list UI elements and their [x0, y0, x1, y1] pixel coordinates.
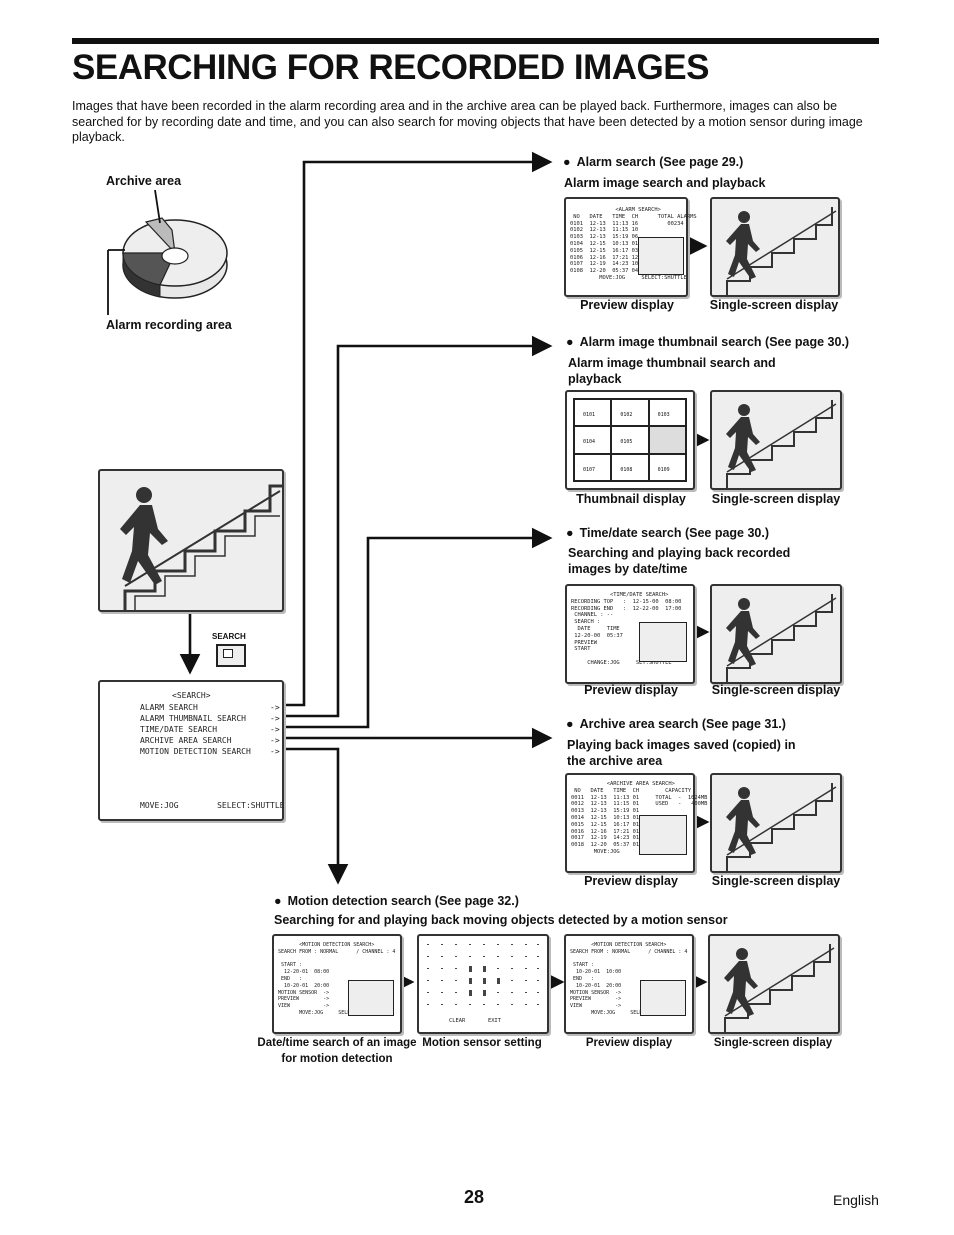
alarm-search-description: Alarm image search and playback [564, 176, 766, 190]
menu-item-motion-detection-search: MOTION DETECTION SEARCH -> [140, 747, 280, 756]
thumbnail-single-screen [710, 390, 842, 490]
menu-item-alarm-search: ALARM SEARCH -> [140, 703, 280, 712]
alarm-single-caption: Single-screen display [709, 298, 839, 312]
stair-walker-image [726, 207, 837, 295]
motion-preview-form: <MOTION DETECTION SEARCH> SEARCH FROM : … [570, 942, 688, 1016]
time-date-preview-screen: <TIME/DATE SEARCH> RECORDING TOP : 12-15… [565, 584, 695, 684]
menu-item-time-date-search: TIME/DATE SEARCH -> [140, 725, 280, 734]
archive-single-caption: Single-screen display [711, 874, 841, 888]
stair-walker-image [726, 783, 837, 871]
page-title: SEARCHING FOR RECORDED IMAGES [72, 48, 709, 87]
stair-walker-image [724, 944, 835, 1032]
time-date-search-form: <TIME/DATE SEARCH> RECORDING TOP : 12-15… [571, 592, 682, 666]
thumbnail-cell: 0105 [611, 426, 649, 454]
archive-preview-screen: <ARCHIVE AREA SEARCH> NO DATE TIME CH CA… [565, 773, 707, 873]
stair-walker-image [120, 484, 282, 610]
motion-preview-thumbnail [348, 980, 394, 1016]
time-date-single-caption: Single-screen display [711, 683, 841, 697]
thumbnail-cell: 0103 [648, 399, 686, 427]
alarm-search-preview-screen: <ALARM SEARCH> NO DATE TIME CH TOTAL ALA… [564, 197, 697, 297]
thumbnail-search-description: Alarm image thumbnail search and playbac… [568, 356, 776, 386]
intro-paragraph: Images that have been recorded in the al… [72, 99, 863, 144]
motion-date-time-caption: Date/time search of an image for motion … [257, 1037, 417, 1065]
title-rule [72, 38, 879, 44]
thumbnail-cell: 0102 [611, 399, 649, 427]
thumbnail-search-heading: Alarm image thumbnail search (See page 3… [566, 335, 850, 349]
archive-search-description: Playing back images saved (copied) in th… [567, 738, 796, 768]
archive-search-heading: Archive area search (See page 31.) [566, 717, 786, 731]
motion-preview-screen: <MOTION DETECTION SEARCH> SEARCH FROM : … [564, 934, 694, 1034]
archive-single-screen [710, 773, 842, 873]
motion-sensor-grid [427, 944, 539, 1005]
language-label: English [833, 1192, 879, 1208]
motion-preview-thumbnail [640, 980, 686, 1016]
menu-item-alarm-thumbnail-search: ALARM THUMBNAIL SEARCH -> [140, 714, 280, 723]
motion-sensor-caption: Motion sensor setting [422, 1037, 542, 1049]
thumbnail-grid: 0101 0102 0103 0104 0105 0107 0108 0109 [573, 398, 687, 482]
motion-search-heading: Motion detection search (See page 32.) [274, 894, 519, 908]
motion-sensor-setting-screen: CLEAR EXIT [417, 934, 549, 1034]
alarm-single-screen [710, 197, 840, 297]
archive-area-label: Archive area [106, 174, 182, 188]
thumbnail-cell: 0107 [574, 453, 612, 481]
stair-walker-image [726, 594, 837, 682]
thumbnail-single-caption: Single-screen display [711, 492, 841, 506]
motion-single-screen [708, 934, 840, 1034]
alarm-preview-thumbnail [638, 237, 684, 275]
time-date-preview-caption: Preview display [584, 683, 678, 697]
time-date-preview-thumbnail [639, 622, 687, 662]
time-date-single-screen [710, 584, 842, 684]
alarm-search-heading: Alarm search (See page 29.) [563, 155, 744, 169]
search-button-icon [216, 644, 246, 667]
page-number: 28 [464, 1187, 485, 1207]
menu-title: <SEARCH> [172, 691, 211, 700]
thumbnail-cell: 0104 [574, 426, 612, 454]
thumbnail-display-caption: Thumbnail display [576, 492, 686, 506]
camera-live-screen [98, 469, 284, 612]
thumbnail-cell-selected [648, 426, 686, 454]
thumbnail-cell: 0109 [648, 453, 686, 481]
alarm-preview-caption: Preview display [580, 298, 674, 312]
archive-preview-caption: Preview display [584, 874, 678, 888]
thumbnail-cell: 0101 [574, 399, 612, 427]
alarm-recording-area-label: Alarm recording area [106, 318, 232, 332]
motion-preview-caption: Preview display [585, 1037, 673, 1049]
archive-preview-thumbnail [639, 815, 687, 855]
alarm-search-list: <ALARM SEARCH> NO DATE TIME CH TOTAL ALA… [570, 207, 697, 281]
stair-walker-image [726, 400, 837, 488]
thumbnail-cell: 0108 [611, 453, 649, 481]
search-button-label: SEARCH [212, 632, 246, 641]
motion-single-caption: Single-screen display [713, 1037, 833, 1049]
time-date-search-heading: Time/date search (See page 30.) [566, 526, 769, 540]
motion-sensor-footer: CLEAR EXIT [449, 1018, 501, 1024]
disk-diagram [107, 189, 228, 315]
menu-item-archive-area-search: ARCHIVE AREA SEARCH -> [140, 736, 280, 745]
menu-footer: MOVE:JOG SELECT:SHUTTLE [140, 801, 285, 810]
thumbnail-display-screen: 0101 0102 0103 0104 0105 0107 0108 0109 [565, 390, 695, 490]
search-menu-screen: <SEARCH> ALARM SEARCH -> ALARM THUMBNAIL… [98, 680, 285, 821]
motion-date-time-screen: <MOTION DETECTION SEARCH> SEARCH FROM : … [272, 934, 402, 1034]
motion-search-description: Searching for and playing back moving ob… [274, 913, 728, 927]
time-date-search-description: Searching and playing back recorded imag… [568, 546, 791, 576]
